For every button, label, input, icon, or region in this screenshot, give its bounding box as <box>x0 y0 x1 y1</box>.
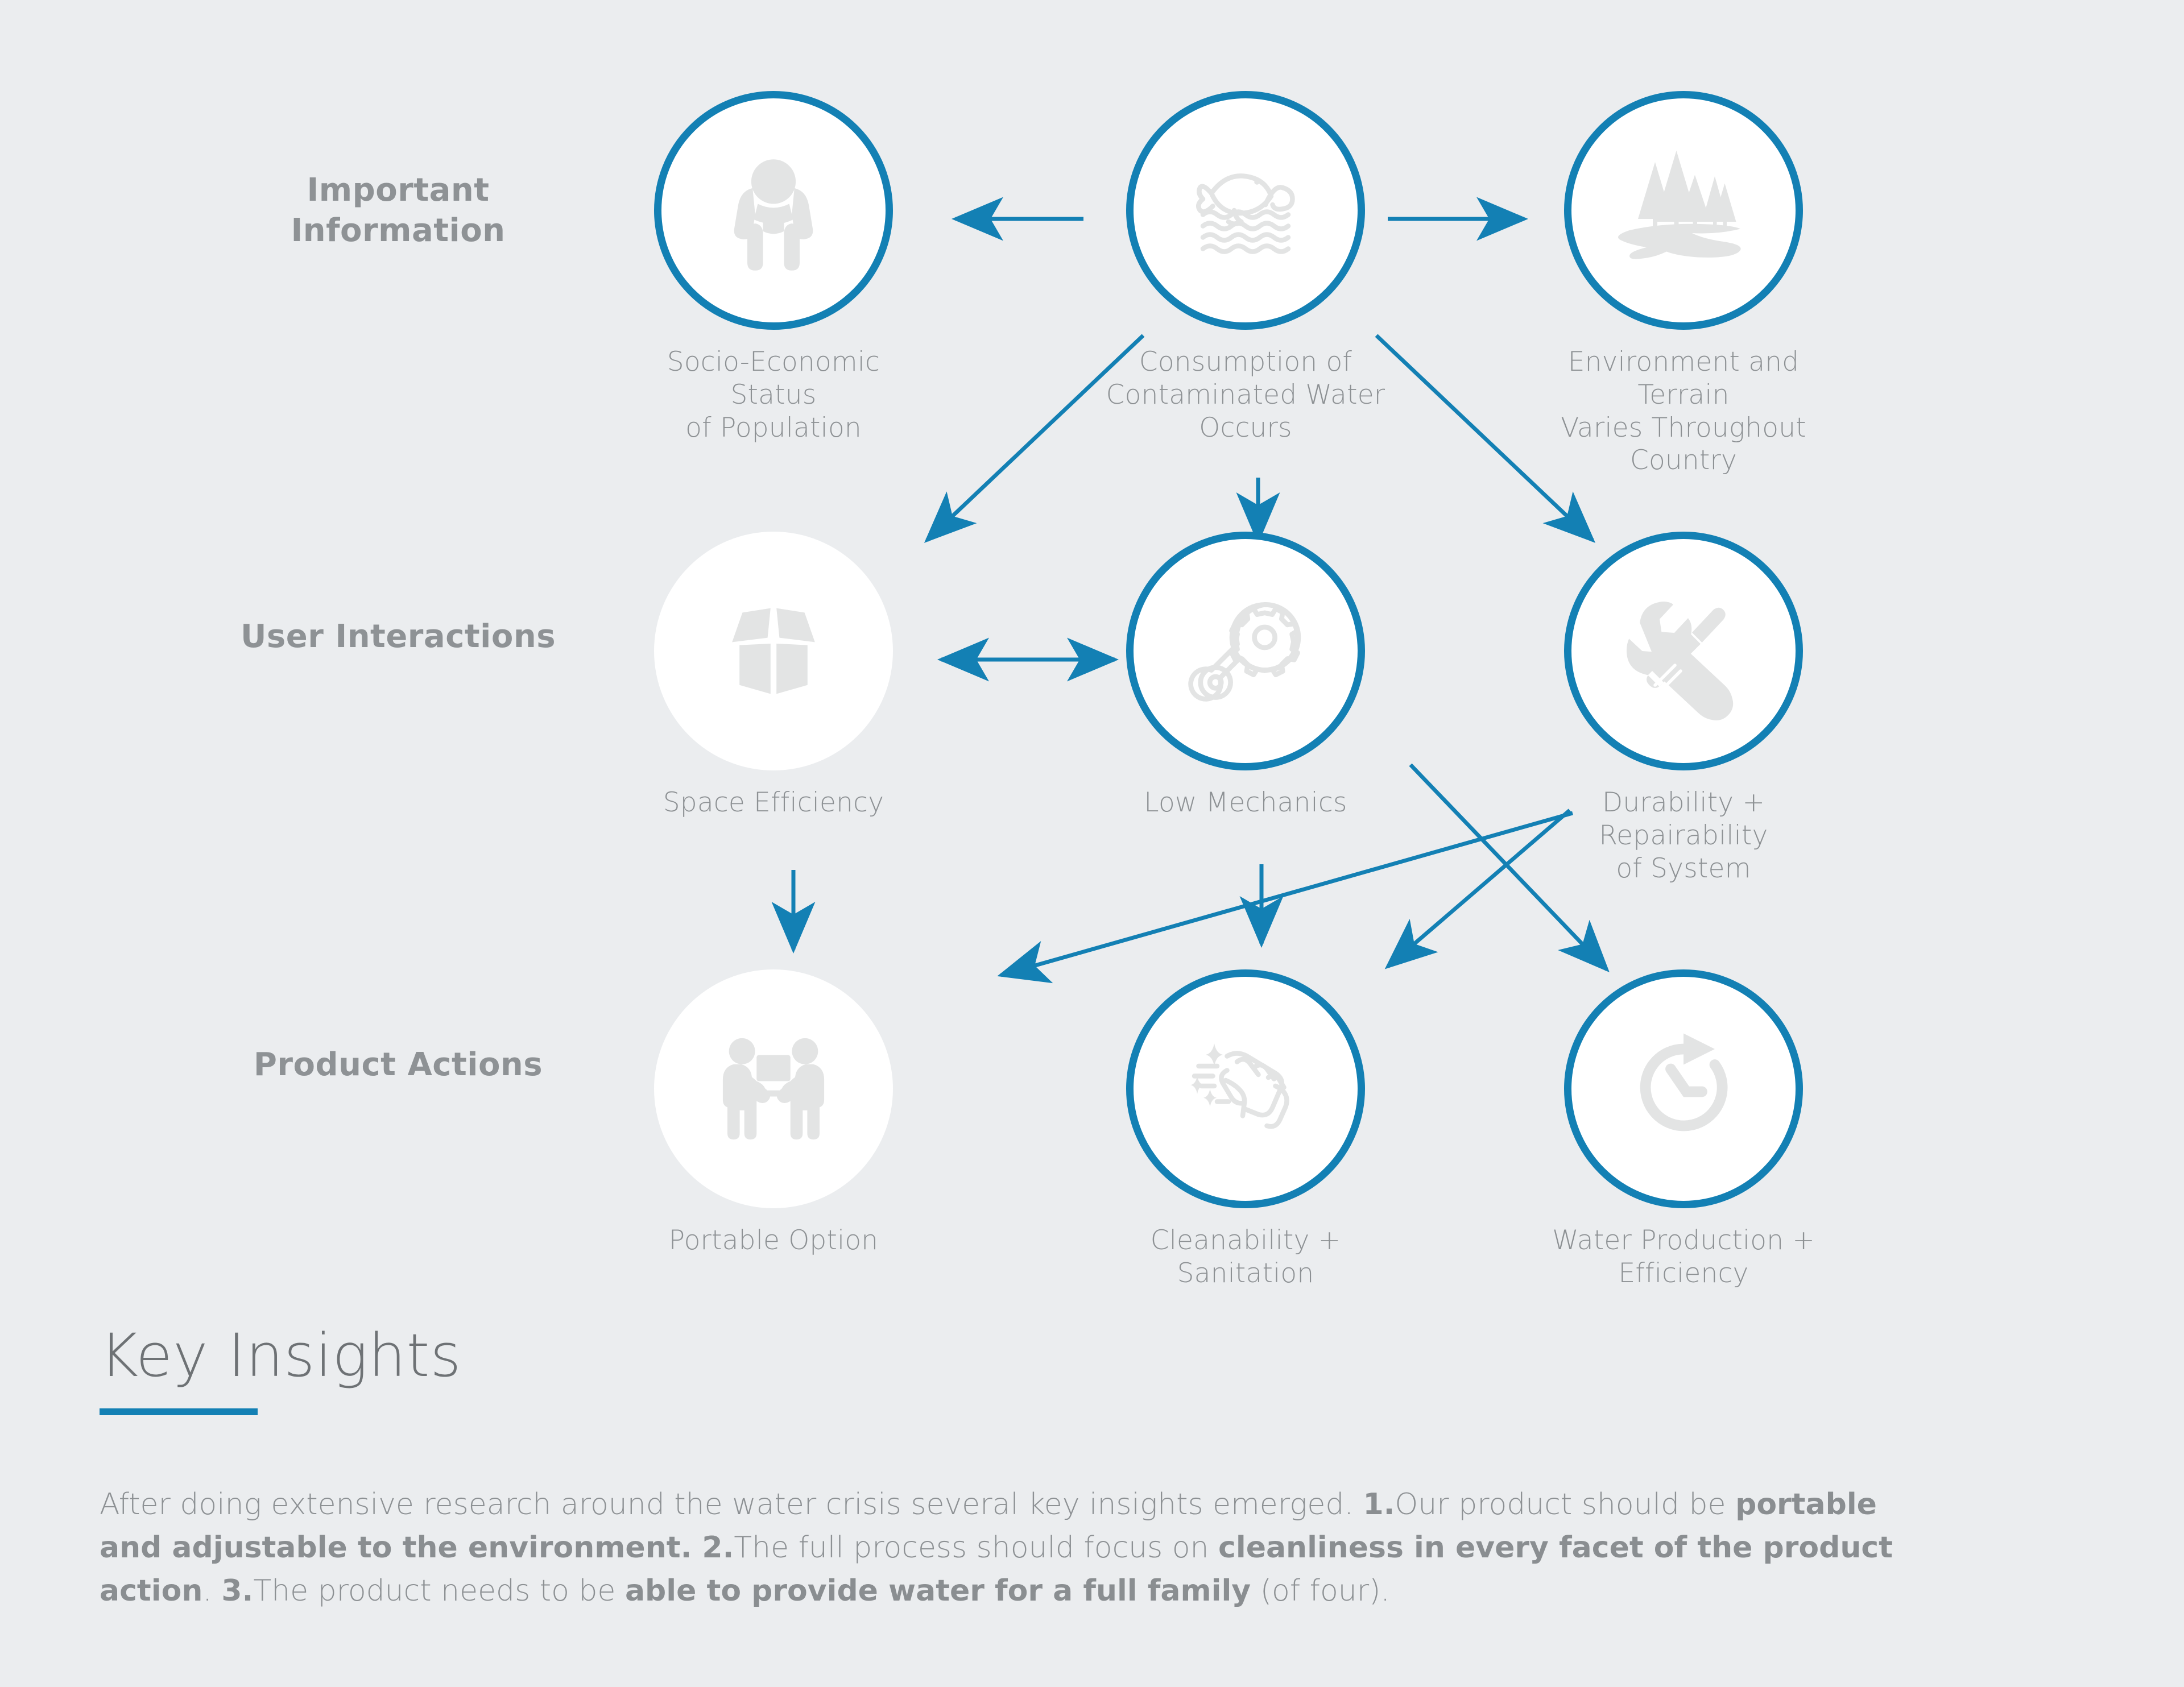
node-circle[interactable] <box>654 532 893 770</box>
insight-text: Our product should be <box>1395 1487 1736 1522</box>
node-low-mechanics[interactable]: Low Mechanics <box>1098 532 1393 819</box>
open-box-icon <box>732 608 815 694</box>
node-durability-repairability[interactable]: Durability + Repairability of System <box>1536 532 1831 885</box>
arrow-durability-to-portable-option <box>997 811 1573 984</box>
node-socio-economic-status[interactable]: Socio-Economic Status of Population <box>626 91 921 444</box>
key-insights-underline <box>100 1408 258 1416</box>
node-circle[interactable] <box>654 91 893 330</box>
key-insights-title: Key Insights <box>100 1321 462 1390</box>
hand-wiping-sparkle-icon <box>1190 1043 1289 1129</box>
insight-emphasis: portable and adjustable to the environme… <box>100 1487 1877 1565</box>
node-cleanability-sanitation[interactable]: Cleanability + Sanitation <box>1098 969 1393 1290</box>
insight-text: (of four). <box>1251 1574 1390 1608</box>
insight-emphasis: cleanliness in every facet of the produc… <box>100 1531 1893 1608</box>
wrench-screwdriver-icon <box>1626 602 1734 720</box>
node-circle[interactable] <box>654 969 893 1208</box>
key-insights-section: Key Insights After doing extensive resea… <box>100 1321 2090 1613</box>
node-circle[interactable] <box>1564 969 1803 1208</box>
node-circle[interactable] <box>1126 532 1365 770</box>
trees-river-icon <box>1618 151 1741 259</box>
insight-emphasis: 1. <box>1363 1487 1395 1522</box>
node-caption: Durability + Repairability of System <box>1599 787 1768 884</box>
node-caption: Environment and Terrain Varies Throughou… <box>1561 346 1806 476</box>
gear-belt-icon <box>1188 602 1301 702</box>
row-label-product-actions: Product Actions <box>253 1046 543 1083</box>
node-caption: Low Mechanics <box>1144 787 1347 818</box>
node-contaminated-water[interactable]: Consumption of Contaminated Water Occurs <box>1098 91 1393 444</box>
node-caption: Portable Option <box>668 1225 879 1256</box>
person-crouching-icon <box>734 159 813 271</box>
node-caption: Socio-Economic Status of Population <box>667 346 880 443</box>
row-label-important-information: Important Information <box>291 172 506 249</box>
node-circle[interactable] <box>1126 91 1365 330</box>
node-environment-terrain[interactable]: Environment and Terrain Varies Throughou… <box>1536 91 1831 477</box>
insight-emphasis: 3. <box>221 1574 254 1608</box>
insight-text: The product needs to be <box>253 1574 625 1608</box>
node-caption: Cleanability + Sanitation <box>1150 1225 1341 1289</box>
node-portable-option[interactable]: Portable Option <box>626 969 921 1257</box>
node-space-efficiency[interactable]: Space Efficiency <box>626 532 921 819</box>
key-insights-body: After doing extensive research around th… <box>100 1483 1908 1613</box>
node-circle[interactable] <box>1126 969 1365 1208</box>
node-circle[interactable] <box>1564 532 1803 770</box>
insight-emphasis: able to provide water for a full family <box>624 1574 1251 1608</box>
row-label-user-interactions: User Interactions <box>240 618 556 655</box>
node-circle[interactable] <box>1564 91 1803 330</box>
two-people-carrying-box-icon <box>722 1038 825 1140</box>
node-caption: Space Efficiency <box>663 787 884 818</box>
node-caption: Consumption of Contaminated Water Occurs <box>1106 346 1385 443</box>
insight-text: The full process should focus on <box>734 1531 1219 1565</box>
insight-text: After doing extensive research around th… <box>100 1487 1363 1522</box>
node-water-production[interactable]: Water Production + Efficiency <box>1536 969 1831 1290</box>
insight-text: . <box>202 1574 222 1608</box>
node-caption: Water Production + Efficiency <box>1552 1225 1815 1289</box>
clock-arrow-icon <box>1640 1033 1728 1131</box>
fish-in-water-icon <box>1196 173 1295 254</box>
